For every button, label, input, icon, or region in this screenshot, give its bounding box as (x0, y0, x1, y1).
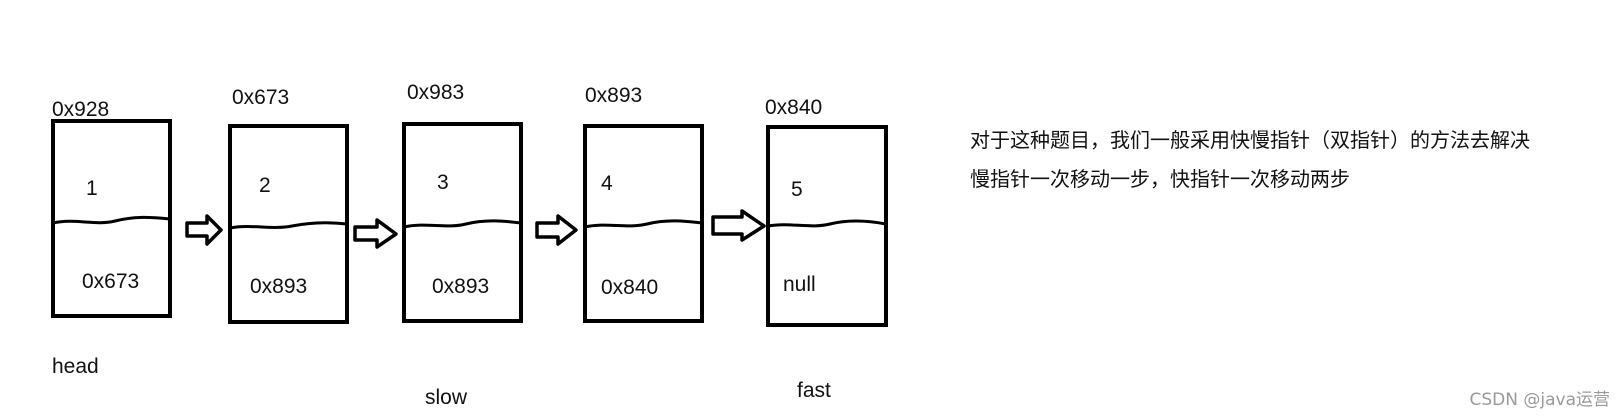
node-4-address: 0x893 (585, 84, 643, 107)
head-label: head (52, 355, 99, 378)
node-5-next: null (783, 273, 816, 296)
arrow-2-to-3 (353, 218, 398, 249)
node-2-value: 2 (259, 174, 271, 197)
node-3-value: 3 (437, 171, 449, 194)
node-5-value: 5 (791, 178, 803, 201)
arrow-1-to-2 (185, 214, 223, 246)
fast-label: fast (797, 379, 831, 402)
description-line-2: 慢指针一次移动一步，快指针一次移动两步 (970, 167, 1350, 191)
node-1-value: 1 (86, 177, 98, 200)
node-divider-5 (767, 219, 887, 228)
node-4-next: 0x840 (601, 276, 659, 299)
node-2-next: 0x893 (250, 275, 308, 298)
slow-label: slow (425, 386, 468, 409)
watermark: CSDN @java运营 (1469, 390, 1611, 410)
node-divider-1 (52, 215, 171, 225)
node-1-address: 0x928 (52, 98, 110, 121)
node-5-address: 0x840 (765, 96, 823, 119)
node-2-address: 0x673 (232, 86, 290, 109)
node-divider-2 (229, 221, 348, 230)
description-line-1: 对于这种题目，我们一般采用快慢指针（双指针）的方法去解决 (970, 128, 1530, 152)
arrow-4-to-5 (711, 209, 766, 242)
node-divider-4 (584, 219, 703, 229)
node-3-next: 0x893 (432, 275, 490, 298)
node-divider-3 (403, 219, 522, 229)
node-4-value: 4 (601, 172, 613, 195)
arrow-3-to-4 (535, 214, 578, 246)
node-3-address: 0x983 (407, 81, 465, 104)
node-box-4 (583, 124, 704, 323)
node-1-next: 0x673 (82, 270, 140, 293)
